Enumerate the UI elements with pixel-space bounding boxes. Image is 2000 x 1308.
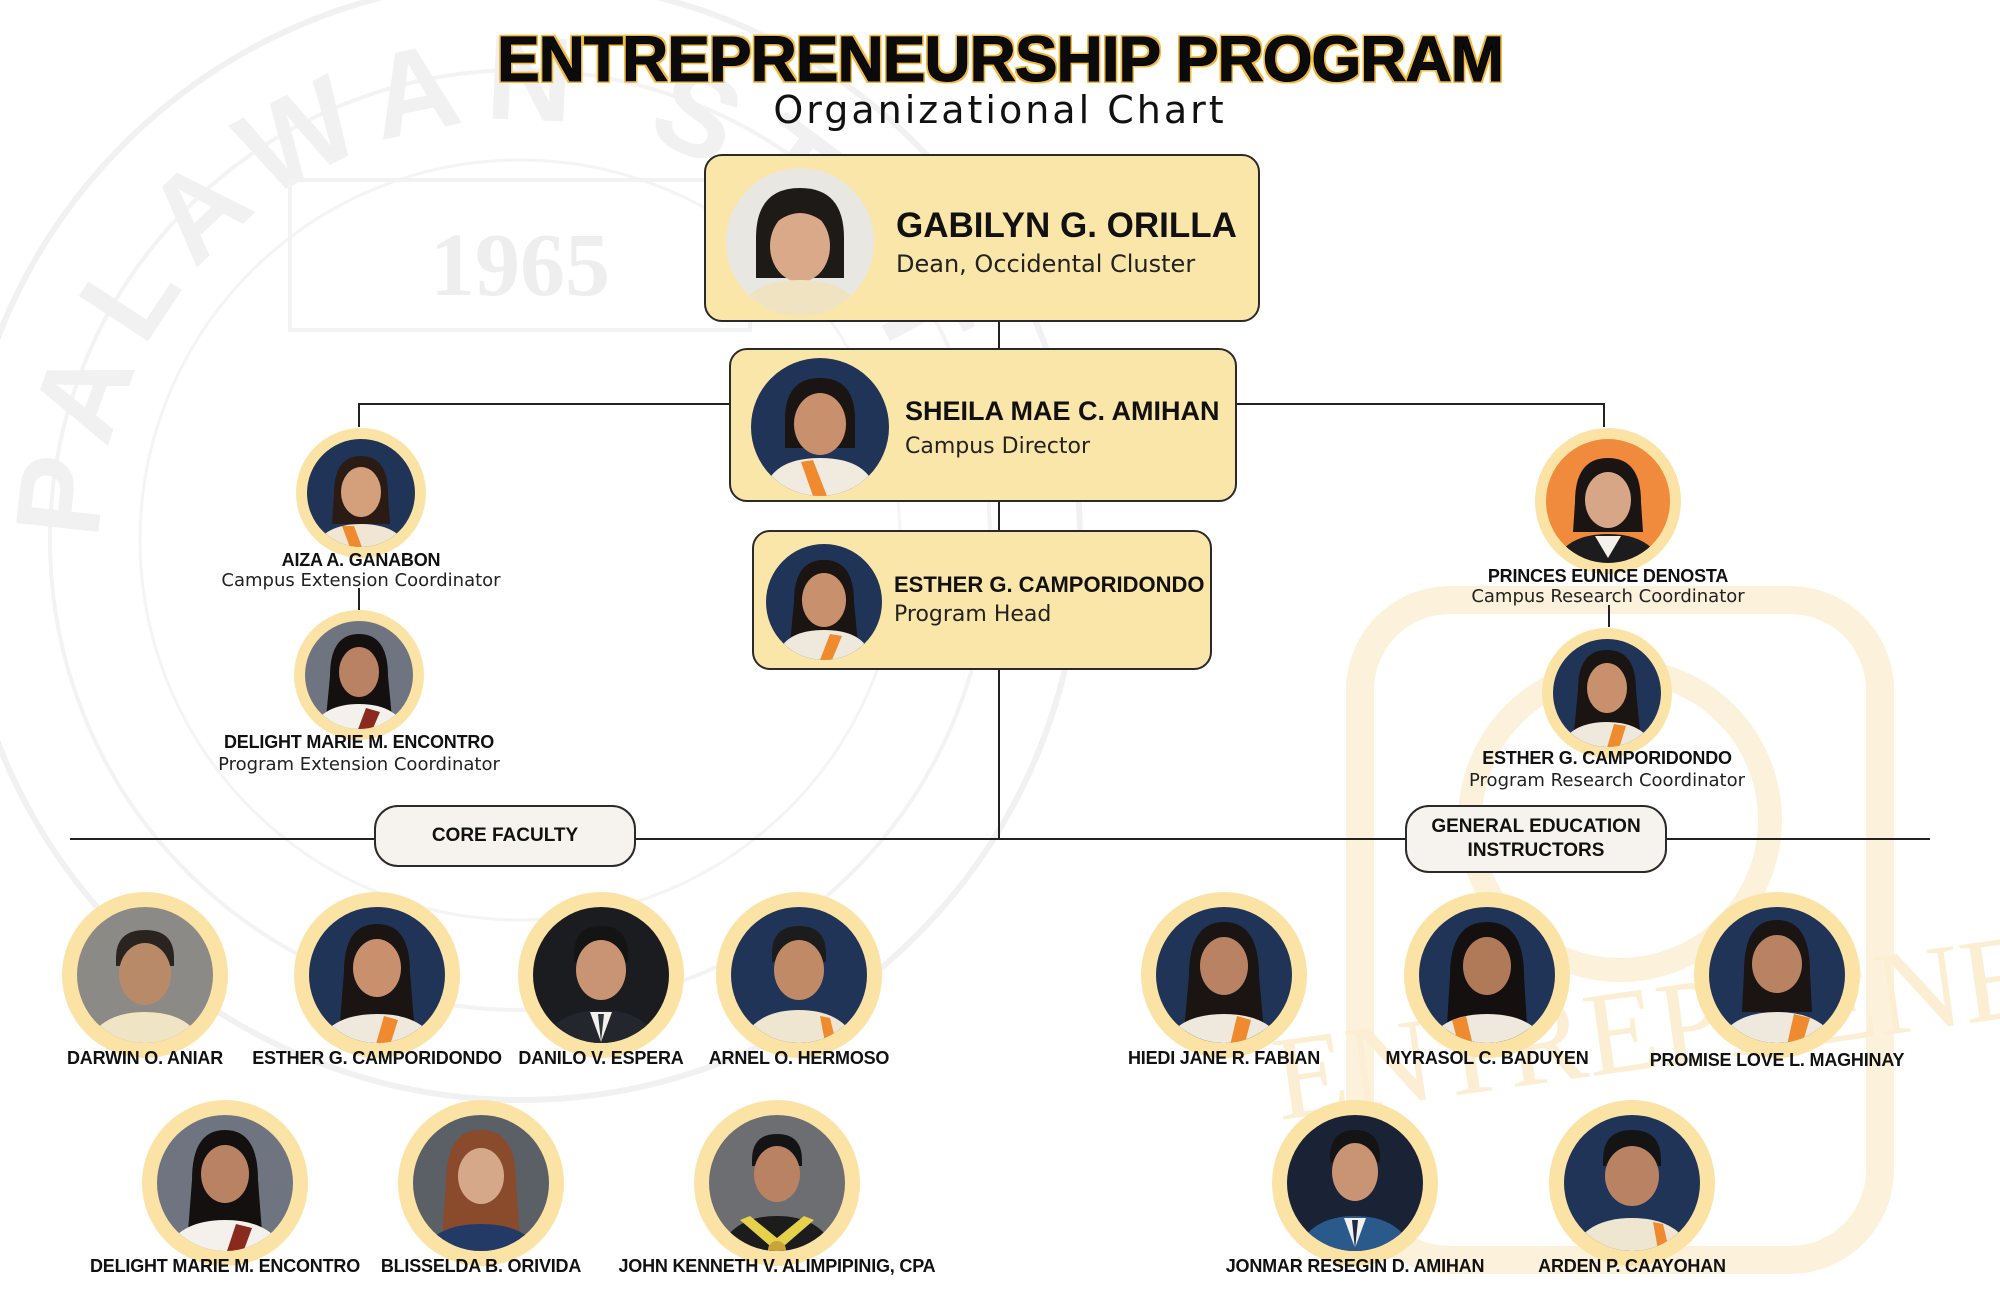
faculty-photo	[62, 892, 228, 1058]
faculty-photo	[716, 892, 882, 1058]
connector-research-pair	[1608, 605, 1610, 627]
connector-dean-director	[998, 322, 1000, 348]
faculty-name: BLISSELDA B. ORIVIDA	[380, 1256, 582, 1276]
program-research-role: Program Research Coordinator	[1469, 770, 1745, 791]
core-faculty-member: BLISSELDA B. ORIVIDA	[381, 1100, 581, 1276]
chart-title: ENTREPRENEURSHIP PROGRAM	[496, 23, 1504, 96]
program-extension-name: DELIGHT MARIE M. ENCONTRO	[224, 732, 494, 752]
gen-ed-member: JONMAR RESEGIN D. AMIHAN	[1226, 1100, 1484, 1276]
program-head-role: Program Head	[894, 602, 1052, 627]
program-extension-coordinator: DELIGHT MARIE M. ENCONTRO Program Extens…	[218, 610, 500, 775]
program-research-coordinator: ESTHER G. CAMPORIDONDO Program Research …	[1469, 628, 1745, 791]
campus-extension-role: Campus Extension Coordinator	[221, 570, 501, 591]
program-head-name: ESTHER G. CAMPORIDONDO	[894, 572, 1205, 597]
faculty-photo	[398, 1100, 564, 1266]
gen-ed-member: PROMISE LOVE L. MAGHINAY	[1650, 892, 1904, 1070]
program-extension-role: Program Extension Coordinator	[218, 754, 500, 775]
core-faculty-member: DELIGHT MARIE M. ENCONTRO	[90, 1100, 360, 1276]
core-faculty-member: DARWIN O. ANIAR	[62, 892, 228, 1068]
gen-ed-label-line1: GENERAL EDUCATION	[1431, 816, 1641, 838]
instructor-photo	[1694, 892, 1860, 1058]
director-name: SHEILA MAE C. AMIHAN	[905, 396, 1220, 426]
connector-left-drop	[358, 403, 360, 427]
director-role: Campus Director	[905, 434, 1091, 459]
faculty-divider-line	[70, 838, 1930, 840]
chart-subtitle: Organizational Chart	[773, 88, 1227, 132]
campus-research-name: PRINCES EUNICE DENOSTA	[1487, 566, 1729, 586]
instructor-photo	[1404, 892, 1570, 1058]
faculty-photo	[142, 1100, 308, 1266]
core-faculty-label-text: CORE FACULTY	[431, 825, 579, 847]
campus-extension-photo	[296, 428, 426, 558]
core-faculty-member: ESTHER G. CAMPORIDONDO	[252, 892, 502, 1068]
dean-role: Dean, Occidental Cluster	[896, 250, 1196, 278]
faculty-name: DARWIN O. ANIAR	[67, 1048, 223, 1068]
gen-ed-member: HIEDI JANE R. FABIAN	[1128, 892, 1320, 1068]
program-head-card: ESTHER G. CAMPORIDONDO Program Head	[752, 530, 1212, 670]
faculty-name: JOHN KENNETH V. ALIMPIPINIG, CPA	[618, 1256, 936, 1276]
core-faculty-member: JOHN KENNETH V. ALIMPIPINIG, CPA	[619, 1100, 936, 1276]
director-card: SHEILA MAE C. AMIHAN Campus Director	[729, 348, 1237, 502]
dean-photo	[726, 168, 874, 316]
core-faculty-label: CORE FACULTY	[374, 805, 636, 867]
program-extension-photo	[294, 610, 424, 740]
campus-research-coordinator: PRINCES EUNICE DENOSTA Campus Research C…	[1471, 428, 1745, 607]
program-head-photo	[766, 544, 882, 660]
gen-ed-label: GENERAL EDUCATION INSTRUCTORS	[1405, 805, 1667, 873]
faculty-name: ARNEL O. HERMOSO	[708, 1048, 890, 1068]
faculty-photo	[518, 892, 684, 1058]
instructor-name: ARDEN P. CAAYOHAN	[1538, 1256, 1726, 1276]
director-photo	[751, 358, 889, 496]
core-faculty-member: DANILO V. ESPERA	[518, 892, 684, 1068]
instructor-name: MYRASOL C. BADUYEN	[1385, 1048, 1589, 1068]
connector-left-branch	[358, 403, 730, 405]
faculty-photo	[694, 1100, 860, 1266]
dean-card: GABILYN G. ORILLA Dean, Occidental Clust…	[704, 154, 1260, 322]
faculty-name: ESTHER G. CAMPORIDONDO	[252, 1048, 502, 1068]
instructor-name: JONMAR RESEGIN D. AMIHAN	[1225, 1256, 1485, 1276]
gen-ed-label-line2: INSTRUCTORS	[1467, 840, 1605, 861]
campus-research-photo	[1535, 428, 1681, 574]
instructor-photo	[1549, 1100, 1715, 1266]
campus-extension-coordinator: AIZA A. GANABON Campus Extension Coordin…	[221, 428, 501, 591]
program-research-name: ESTHER G. CAMPORIDONDO	[1482, 748, 1732, 768]
connector-extension-pair	[358, 588, 360, 610]
instructor-name: HIEDI JANE R. FABIAN	[1127, 1048, 1321, 1068]
instructor-photo	[1272, 1100, 1438, 1266]
campus-extension-name: AIZA A. GANABON	[281, 550, 441, 570]
faculty-name: DELIGHT MARIE M. ENCONTRO	[90, 1256, 360, 1276]
seal-year: 1965	[430, 216, 610, 315]
gen-ed-member: ARDEN P. CAAYOHAN	[1538, 1100, 1726, 1276]
instructor-name: PROMISE LOVE L. MAGHINAY	[1649, 1050, 1905, 1070]
campus-research-role: Campus Research Coordinator	[1471, 586, 1745, 607]
dean-name: GABILYN G. ORILLA	[896, 206, 1237, 245]
faculty-name: DANILO V. ESPERA	[518, 1048, 684, 1068]
connector-right-branch	[1237, 403, 1605, 405]
connector-director-head	[998, 502, 1000, 530]
connector-right-drop	[1603, 403, 1605, 427]
instructor-photo	[1141, 892, 1307, 1058]
program-research-photo	[1542, 628, 1672, 758]
connector-head-trunk	[998, 670, 1000, 840]
gen-ed-member: MYRASOL C. BADUYEN	[1385, 892, 1589, 1068]
faculty-photo	[294, 892, 460, 1058]
core-faculty-member: ARNEL O. HERMOSO	[709, 892, 889, 1068]
